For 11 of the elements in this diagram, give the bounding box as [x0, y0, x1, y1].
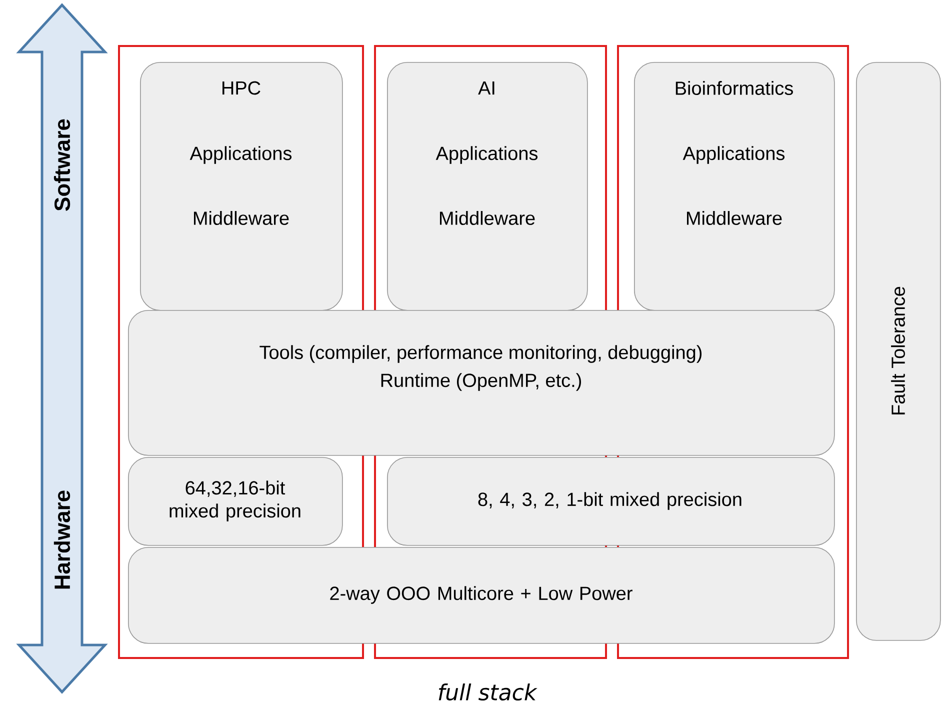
- layer-box: 2-way OOO Multicore + Low Power: [128, 547, 835, 644]
- layer-box: 64,32,16-bit mixed precision: [128, 457, 343, 546]
- stack-box: HPC Applications Middleware: [140, 62, 343, 311]
- software-layer-box: Tools (compiler, performance monitoring, debugging) Runtime (OpenMP, etc.): [128, 310, 835, 456]
- side-label: Software: [54, 119, 70, 211]
- layer-box: 8, 4, 3, 2, 1-bit mixed precision: [387, 457, 835, 546]
- stack-box: Bioinformatics Applications Middleware: [634, 62, 835, 311]
- stack-box: AI Applications Middleware: [387, 62, 588, 311]
- side-box: Fault Tolerance: [856, 62, 941, 641]
- side-label: Hardware: [54, 490, 70, 589]
- caption: full stack: [438, 684, 538, 701]
